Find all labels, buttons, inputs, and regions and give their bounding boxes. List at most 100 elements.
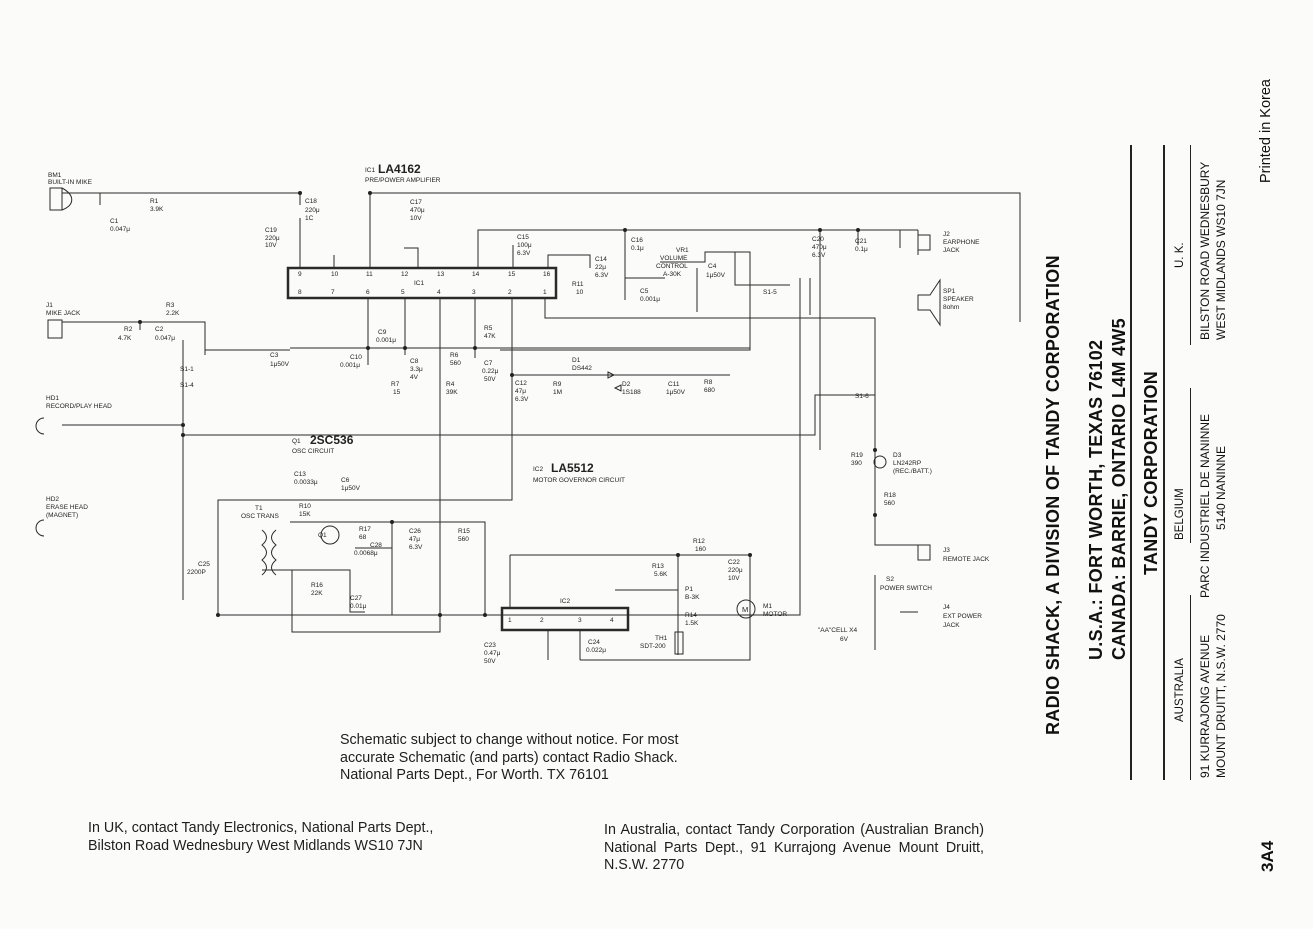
svg-text:3.3μ: 3.3μ bbox=[410, 366, 423, 373]
svg-text:D2: D2 bbox=[622, 381, 631, 388]
svg-text:1: 1 bbox=[543, 289, 547, 296]
svg-text:J3: J3 bbox=[943, 547, 950, 554]
svg-text:SP1: SP1 bbox=[943, 288, 956, 295]
svg-text:2200P: 2200P bbox=[187, 569, 206, 576]
svg-text:C24: C24 bbox=[588, 639, 600, 646]
svg-text:C9: C9 bbox=[378, 329, 387, 336]
svg-text:9: 9 bbox=[298, 271, 302, 278]
svg-text:14: 14 bbox=[472, 271, 480, 278]
svg-text:0.001μ: 0.001μ bbox=[376, 337, 396, 344]
svg-text:CONTROL: CONTROL bbox=[656, 263, 688, 270]
svg-text:1μ50V: 1μ50V bbox=[706, 272, 726, 279]
page-number: 3A4 bbox=[1258, 840, 1277, 872]
svg-text:C14: C14 bbox=[595, 256, 607, 263]
svg-text:PRE/POWER AMPLIFIER: PRE/POWER AMPLIFIER bbox=[365, 177, 441, 184]
side-company: TANDY CORPORATION bbox=[1141, 370, 1161, 575]
svg-text:8: 8 bbox=[298, 289, 302, 296]
svg-text:0.001μ: 0.001μ bbox=[640, 296, 660, 303]
svg-text:A-30K: A-30K bbox=[663, 271, 682, 278]
australia-contact-note: In Australia, contact Tandy Corporation … bbox=[604, 822, 984, 873]
svg-text:S1-6: S1-6 bbox=[855, 393, 869, 400]
svg-text:R6: R6 bbox=[450, 352, 459, 359]
ic1-part-title: LA4162 bbox=[378, 162, 421, 176]
svg-text:M1: M1 bbox=[763, 603, 772, 610]
mike-jack-icon bbox=[47, 319, 63, 339]
svg-text:C11: C11 bbox=[668, 381, 680, 388]
svg-text:4V: 4V bbox=[410, 374, 419, 381]
svg-text:6: 6 bbox=[366, 289, 370, 296]
diode-d2-icon bbox=[613, 384, 622, 392]
svg-text:47μ: 47μ bbox=[409, 536, 420, 543]
led-icon bbox=[873, 455, 887, 469]
svg-text:VR1: VR1 bbox=[676, 247, 689, 254]
svg-text:220μ: 220μ bbox=[305, 207, 320, 214]
svg-text:ERASE HEAD: ERASE HEAD bbox=[46, 504, 88, 511]
svg-text:1μ50V: 1μ50V bbox=[341, 485, 361, 492]
svg-text:10: 10 bbox=[576, 289, 584, 296]
svg-text:22μ: 22μ bbox=[595, 264, 606, 271]
motor-icon bbox=[736, 599, 756, 619]
svg-text:1.5K: 1.5K bbox=[685, 620, 699, 627]
side-line-3: CANADA: BARRIE, ONTARIO L4M 4W5 bbox=[1109, 318, 1129, 660]
mic-icon bbox=[49, 187, 63, 211]
uk-contact-note: In UK, contact Tandy Electronics, Nation… bbox=[88, 820, 434, 854]
svg-text:OSC CIRCUIT: OSC CIRCUIT bbox=[292, 448, 334, 455]
svg-text:C22: C22 bbox=[728, 559, 740, 566]
svg-text:R18: R18 bbox=[884, 492, 896, 499]
svg-text:C25: C25 bbox=[198, 561, 210, 568]
ic1-body-label: IC1 bbox=[414, 280, 425, 287]
svg-text:7: 7 bbox=[331, 289, 335, 296]
svg-text:R14: R14 bbox=[685, 612, 697, 619]
svg-text:220μ: 220μ bbox=[265, 235, 280, 242]
svg-text:680: 680 bbox=[704, 387, 715, 394]
svg-text:0.047μ: 0.047μ bbox=[110, 226, 130, 233]
svg-text:10: 10 bbox=[331, 271, 339, 278]
australia-label: AUSTRALIA bbox=[1174, 658, 1186, 722]
svg-text:IC2: IC2 bbox=[533, 466, 544, 473]
svg-text:16: 16 bbox=[543, 271, 551, 278]
diode-d1-icon bbox=[607, 371, 616, 379]
svg-text:(MAGNET): (MAGNET) bbox=[46, 512, 78, 519]
svg-text:JACK: JACK bbox=[943, 622, 960, 629]
svg-text:R9: R9 bbox=[553, 381, 562, 388]
svg-text:1μ50V: 1μ50V bbox=[666, 389, 686, 396]
svg-text:1: 1 bbox=[508, 617, 512, 624]
svg-text:IC1: IC1 bbox=[365, 167, 376, 174]
svg-text:REMOTE JACK: REMOTE JACK bbox=[943, 556, 990, 563]
svg-text:C2: C2 bbox=[155, 326, 164, 333]
svg-text:T1: T1 bbox=[255, 505, 263, 512]
svg-text:470μ: 470μ bbox=[410, 207, 425, 214]
svg-text:47K: 47K bbox=[484, 333, 496, 340]
svg-text:B-3K: B-3K bbox=[685, 594, 700, 601]
svg-text:6.3V: 6.3V bbox=[595, 272, 609, 279]
wires bbox=[62, 192, 1021, 661]
svg-text:C23: C23 bbox=[484, 642, 496, 649]
ic-titles: IC1 LA4162 PRE/POWER AMPLIFIER Q1 2SC536… bbox=[292, 162, 748, 614]
svg-text:5.6K: 5.6K bbox=[654, 571, 668, 578]
uk-addr-2: WEST MIDLANDS WS10 7JN bbox=[1214, 179, 1228, 340]
ic2-pin-labels: 1 2 3 4 IC2 bbox=[508, 598, 614, 624]
svg-text:10V: 10V bbox=[265, 242, 277, 249]
svg-text:R15: R15 bbox=[458, 528, 470, 535]
svg-text:C10: C10 bbox=[350, 354, 362, 361]
svg-text:68: 68 bbox=[359, 534, 367, 541]
svg-text:0.1μ: 0.1μ bbox=[855, 246, 868, 253]
divider-right bbox=[1163, 145, 1165, 780]
svg-text:470μ: 470μ bbox=[812, 244, 827, 251]
svg-text:C27: C27 bbox=[350, 595, 362, 602]
svg-text:2: 2 bbox=[508, 289, 512, 296]
svg-text:Q1: Q1 bbox=[318, 532, 327, 539]
svg-text:560: 560 bbox=[458, 536, 469, 543]
q1-part-title: 2SC536 bbox=[310, 433, 354, 447]
svg-text:0.001μ: 0.001μ bbox=[340, 362, 360, 369]
remote-jack-icon bbox=[917, 544, 931, 561]
svg-text:IC2: IC2 bbox=[560, 598, 571, 605]
svg-text:OSC TRANS: OSC TRANS bbox=[241, 513, 279, 520]
svg-text:4: 4 bbox=[437, 289, 441, 296]
svg-text:2.2K: 2.2K bbox=[166, 310, 180, 317]
svg-text:R3: R3 bbox=[166, 302, 175, 309]
svg-text:R12: R12 bbox=[693, 538, 705, 545]
svg-text:R11: R11 bbox=[572, 281, 584, 288]
svg-text:50V: 50V bbox=[484, 658, 496, 665]
svg-text:15: 15 bbox=[508, 271, 516, 278]
